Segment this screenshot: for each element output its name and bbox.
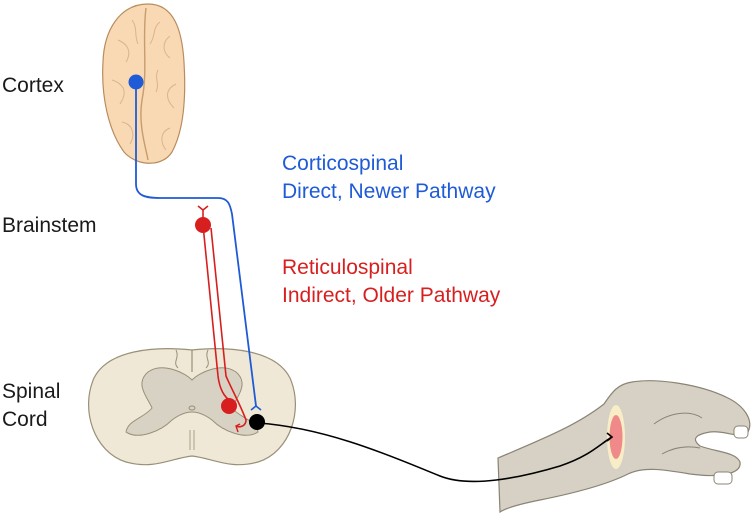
hand xyxy=(497,380,751,514)
cortex-brain xyxy=(102,3,186,164)
brainstem-label: Brainstem xyxy=(2,214,97,237)
corticospinal-tract xyxy=(128,74,262,411)
cortex-neuron xyxy=(128,74,144,90)
spinal-cord-section xyxy=(87,348,297,466)
spinal-cord-label-line2: Cord xyxy=(2,408,48,431)
motor-neuron xyxy=(249,414,614,483)
reticulospinal-tract xyxy=(195,205,247,433)
motor-neuron-body xyxy=(249,414,265,430)
cortex-label: Cortex xyxy=(2,74,64,97)
brainstem-neuron xyxy=(195,217,211,233)
muscle xyxy=(609,415,623,459)
spinal-interneuron xyxy=(221,398,237,414)
corticospinal-name: Corticospinal xyxy=(282,152,404,175)
reticulospinal-description: Indirect, Older Pathway xyxy=(282,284,501,307)
corticospinal-description: Direct, Newer Pathway xyxy=(282,180,496,203)
spinal-cord-label-line1: Spinal xyxy=(2,380,61,403)
reticulospinal-name: Reticulospinal xyxy=(282,256,413,279)
